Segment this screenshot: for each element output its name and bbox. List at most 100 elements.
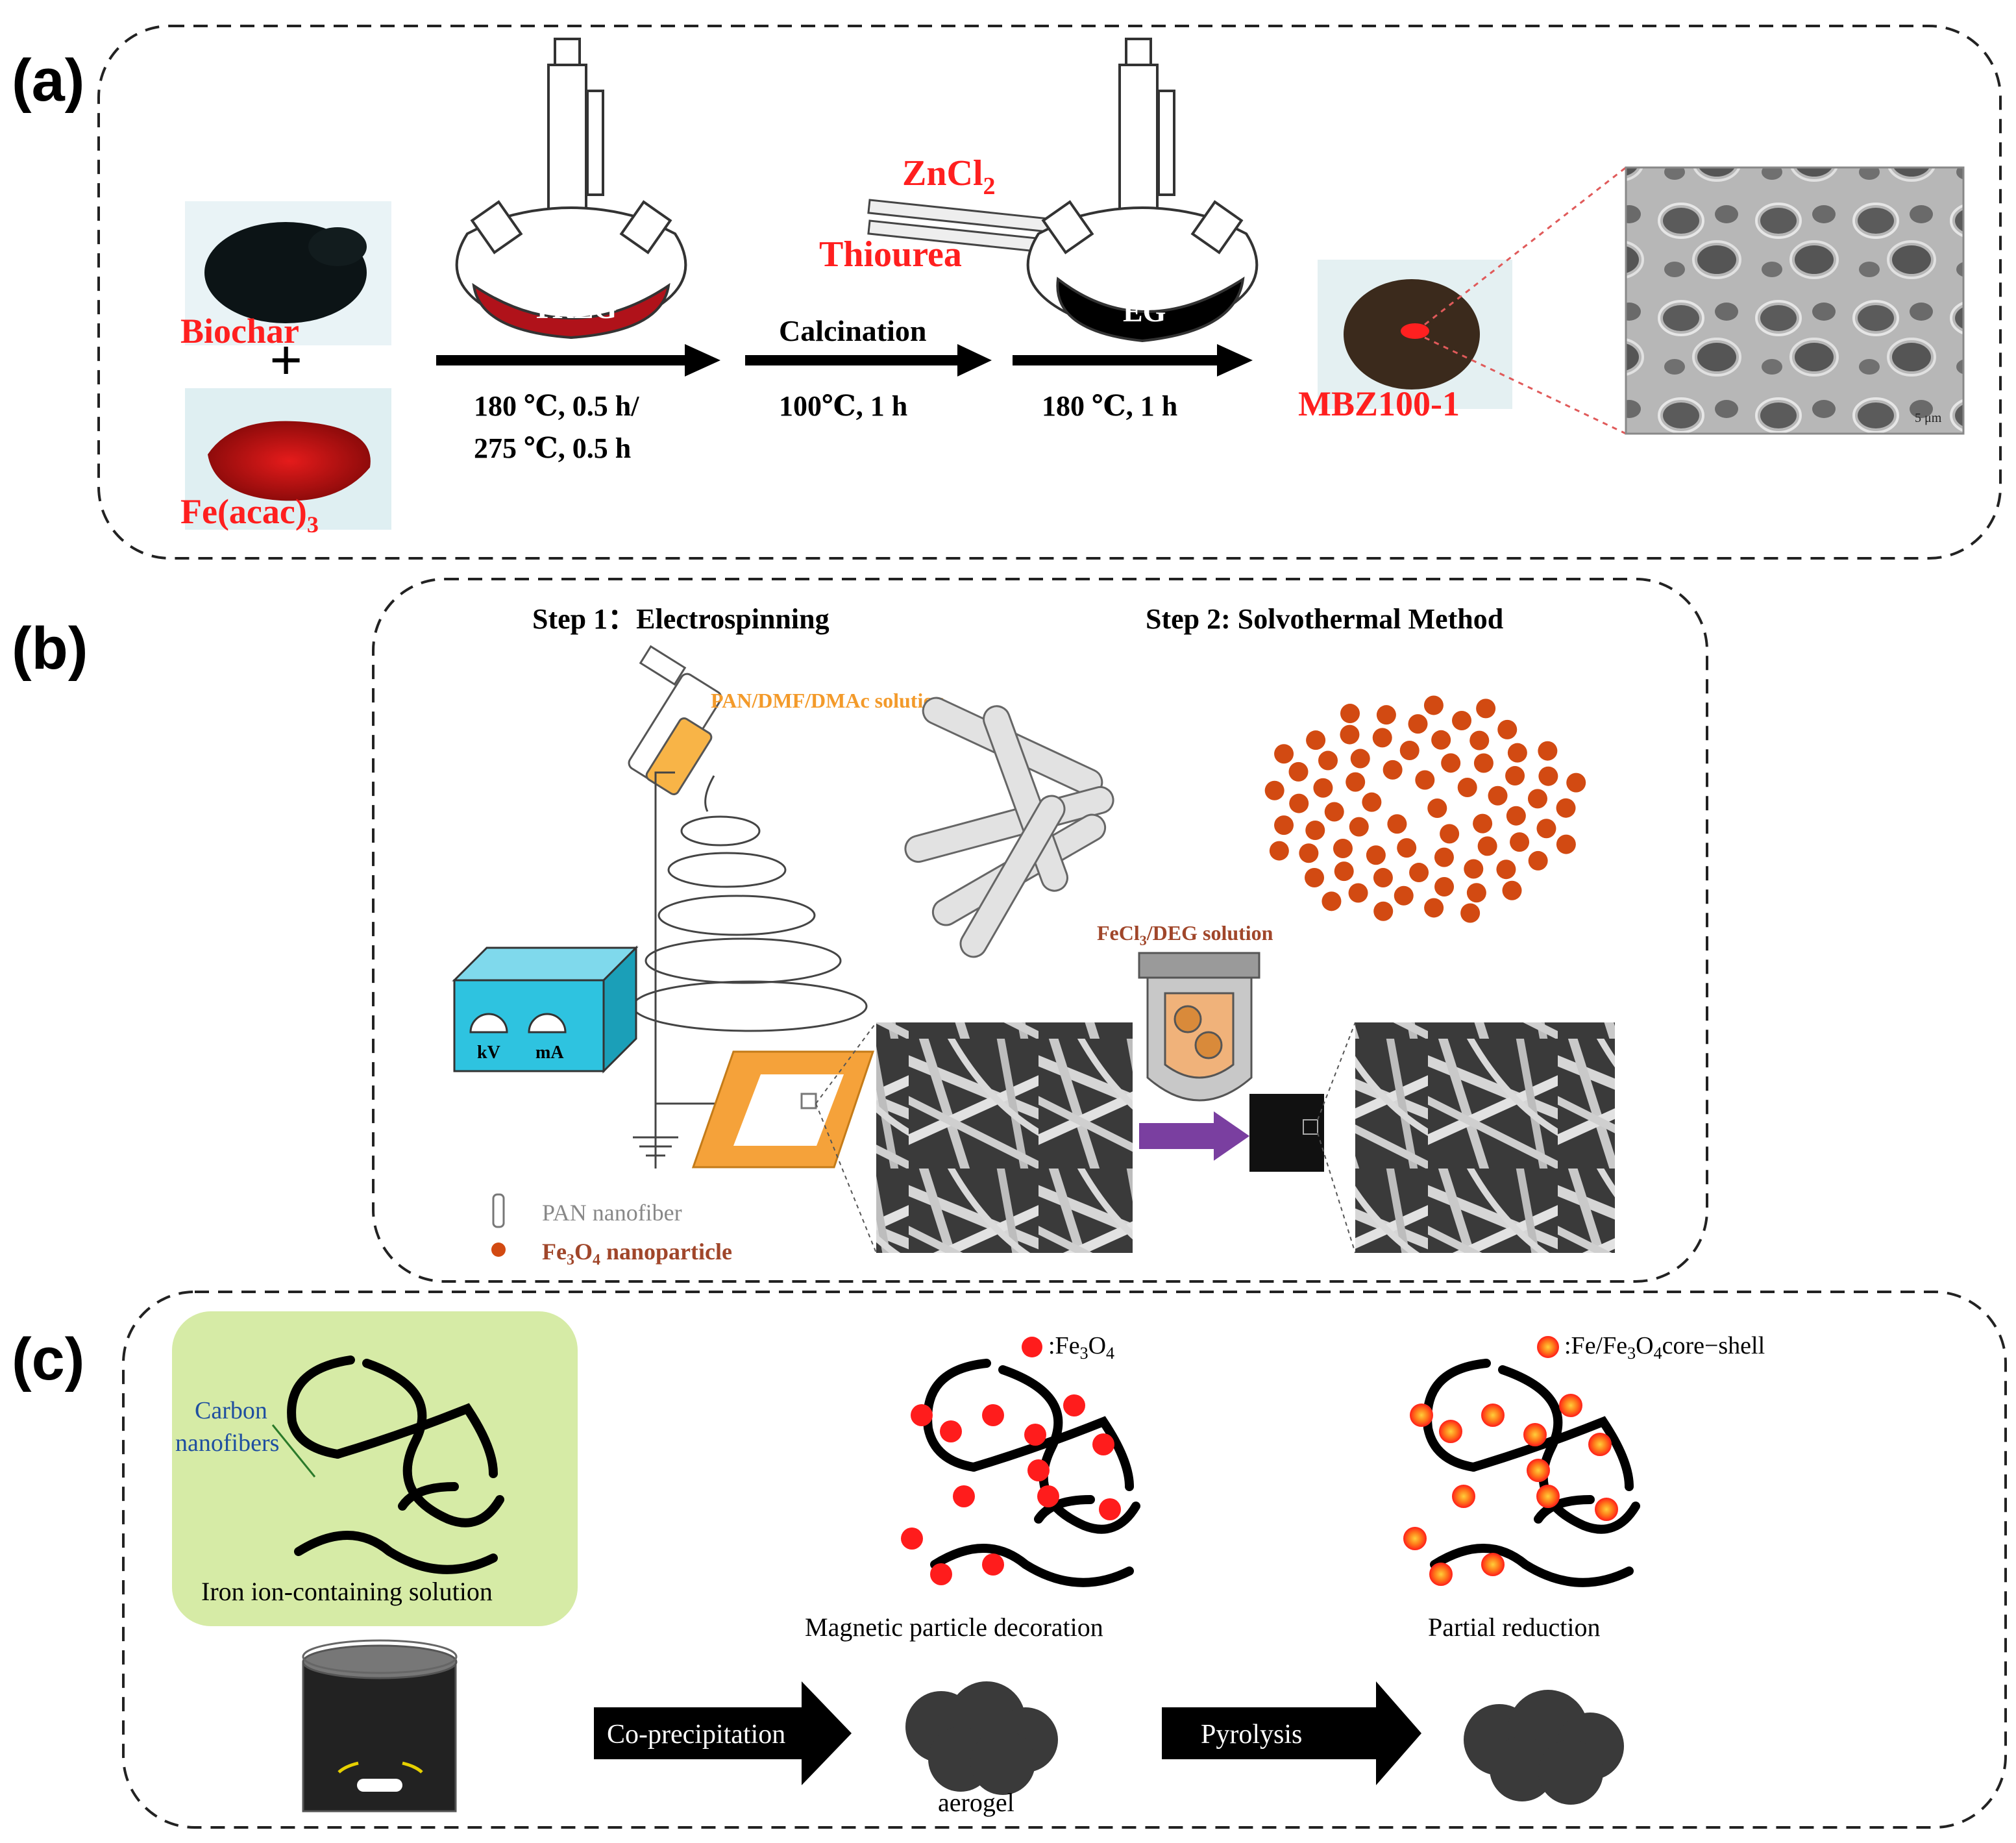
cond3-label: 180 ℃, 1 h [1042,390,1177,422]
fe3o4-particle [901,1528,923,1550]
legend-pan-icon [492,1193,505,1228]
fe3o4-particle [1506,806,1526,826]
purple-arrow-head [1214,1111,1249,1161]
fe3o4-particle [1333,838,1353,858]
fe3o4-particle [1394,885,1414,906]
calcination-label: Calcination [779,314,926,347]
treg-label: TREG [532,291,617,325]
fe3o4-particle [1496,860,1516,880]
fe3o4-particle [1466,883,1486,903]
fe3o4-particle [1305,867,1325,887]
power-supply-box [452,945,639,1074]
fe3o4-particle [1538,741,1558,761]
fe3o4-particle [1376,705,1396,725]
purple-arrow [1139,1123,1217,1149]
fe3o4-particle [1321,891,1342,911]
fe3o4-particle [1556,798,1576,818]
sem-image-b1 [876,1022,1133,1253]
fe3o4-particle [1024,1424,1046,1446]
flask-2 [1026,38,1259,343]
core-shell-particle [1559,1394,1582,1417]
coprecip-arrow [594,1681,852,1785]
core-shell-particle [1481,1404,1505,1427]
core-shell-particle [1536,1485,1560,1508]
fe3o4-particle [1372,728,1392,748]
collector-frame [691,1050,875,1169]
legend-fe-icon [491,1243,506,1257]
core-shell-particles [1403,1394,1618,1586]
step1-label: Step 1：Electrospinning [532,603,830,635]
fe3o4-particle [1362,792,1382,812]
fe3o4-particle [1397,838,1417,858]
fe3o4-particle [1305,820,1325,840]
fe3o4-particle [1346,772,1366,792]
coprecip-label: Co-precipitation [607,1720,785,1750]
fe3o4-particle [1469,730,1490,750]
fe3o4-particle [1556,834,1576,854]
beaker [302,1639,458,1812]
fe3o4-particle [1497,719,1518,739]
fe3o4-cluster [1264,695,1586,923]
fe3o4-particle [1399,740,1420,760]
fe3o4-particle [1457,778,1477,798]
zoom-line-b1-bottom [815,1103,877,1254]
coated-sample [1249,1094,1324,1172]
fe3o4-particle [1505,766,1525,786]
kv-label: kV [477,1043,500,1063]
core-shell-particle [1439,1420,1462,1443]
zoom-line-b2-top [1317,1022,1356,1120]
fe3o4-particle [1460,903,1481,923]
fe3o4-particle [1528,850,1548,871]
fe3o4-particle [1434,847,1454,867]
core-shell-particle [1410,1404,1433,1427]
flask-1 [455,38,687,340]
fe3o4-particle [1274,815,1294,835]
biochar-label: Biochar [180,312,299,351]
fe3o4-particle [1415,770,1435,790]
arrow-2-head [957,344,992,377]
fe3o4-particle [1440,824,1460,844]
fe3o4-particle [1427,798,1447,818]
ma-label: mA [535,1043,564,1063]
legend-pan-label: PAN nanofiber [542,1200,682,1226]
biochar-photo [185,201,391,345]
fe3o4-particle [1269,841,1289,861]
arrow-3-head [1217,344,1253,377]
spinning-syringe [628,645,722,795]
fe3o4-particle [1409,863,1429,883]
fe3o4-particle [1431,730,1451,750]
sem-image-a [1625,166,1965,435]
fe3o4-particle [940,1420,962,1442]
core-shell-particle [1595,1498,1618,1521]
fe3o4-particle [1473,753,1494,773]
legend-fe3o4-icon [1022,1337,1042,1357]
fe3o4-particle [1037,1485,1059,1507]
legend-core-shell-icon [1537,1336,1559,1358]
fe3o4-particles [901,1394,1121,1585]
fe3o4-particle [1477,836,1497,856]
zoom-line-b2-bottom [1317,1132,1356,1254]
fe3o4-particle [1424,898,1444,918]
decoration-label: Magnetic particle decoration [805,1613,1103,1642]
core-shell-particle [1403,1527,1427,1550]
fe3o4-particle [982,1404,1004,1426]
iron-solution-label: Iron ion-containing solution [201,1577,493,1606]
aerogel-label: aerogel [938,1788,1014,1817]
feacac-label: Fe(acac)3 [180,492,319,538]
core-shell-particle [1452,1485,1475,1508]
ground-icon [633,1136,678,1157]
fe3o4-particle [1423,695,1444,715]
plus-sign: + [269,328,302,393]
aerogel-2 [1464,1690,1624,1805]
fe3o4-particle [1383,760,1403,780]
fe3o4-particle [1350,748,1370,769]
panel-c-letter: (c) [12,1326,84,1392]
carbon-label-line1: Carbon [195,1397,267,1424]
fe3o4-particle [930,1563,952,1585]
panel-a-letter: (a) [12,47,84,114]
fe3o4-particle [1288,761,1309,782]
sem-scale-label: 5 μm [1915,411,1942,425]
aerogel-1 [905,1681,1058,1795]
